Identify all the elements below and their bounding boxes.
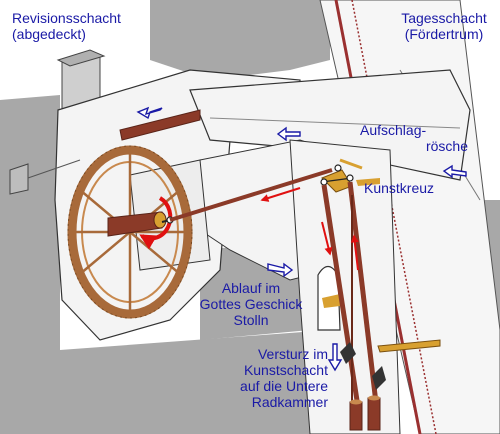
pump-foot-b: [367, 397, 381, 431]
label-ablauf-line3: Stolln: [233, 312, 269, 328]
flow-arrow-ablauf: [267, 262, 294, 278]
label-versturz-line3: auf die Untere: [240, 378, 328, 394]
label-tagesschacht: Tagesschacht (Fördertrum): [396, 10, 492, 42]
label-tagesschacht-line1: Tagesschacht: [401, 10, 487, 26]
axle-end: [153, 211, 167, 229]
tagesschacht-rail-b: [351, 0, 437, 434]
flow-arrow-versturz: [327, 343, 343, 372]
label-ablauf: Ablauf im Gottes Geschick Stolln: [186, 280, 316, 328]
label-aufschlagroesche-line2: rösche: [425, 138, 468, 154]
label-versturz-line1: Versturz im: [257, 346, 328, 362]
flow-arrow-inflow: [442, 164, 467, 179]
valve-b: [372, 366, 386, 390]
motion-arrow-up: [350, 234, 359, 271]
label-tagesschacht-line2: (Fördertrum): [404, 26, 484, 42]
side-stub: [9, 163, 29, 195]
side-stub-link: [27, 159, 81, 179]
label-versturz: Versturz im Kunstschacht auf die Untere …: [218, 346, 328, 410]
pump-foot-a: [349, 401, 363, 431]
revisionsschacht-top: [56, 49, 106, 67]
ablauf-channel: [322, 294, 340, 308]
label-versturz-line2: Kunstschacht: [243, 362, 328, 378]
rotation-arrow: [139, 196, 173, 250]
flow-arrow-top: [136, 106, 163, 120]
grey-surround-top: [150, 0, 330, 80]
grey-surround-bottom: [60, 330, 330, 434]
label-ablauf-line1: Ablauf im: [221, 280, 281, 296]
kunstkreuz: [320, 158, 363, 193]
flow-arrow-roesche: [276, 126, 301, 142]
label-versturz-line4: Radkammer: [251, 394, 328, 410]
pump-foot-b-top: [368, 395, 380, 401]
motion-arrow-rod: [260, 187, 301, 202]
grey-surround-left: [0, 95, 60, 434]
label-revisionsschacht: Revisionsschacht (abgedeckt): [12, 10, 121, 42]
shaft-bracket: [356, 178, 380, 186]
label-revisionsschacht-line1: Revisionsschacht: [12, 10, 121, 26]
label-aufschlagroesche-line1: Aufschlag-: [360, 122, 427, 138]
kunst-rod-left: [321, 184, 363, 421]
valve-a: [340, 342, 356, 364]
aufschlagroesche-floor: [209, 117, 461, 129]
label-revisionsschacht-line2: (abgedeckt): [12, 26, 86, 42]
shaft-platform: [377, 339, 441, 353]
label-kunstkreuz: Kunstkreuz: [364, 180, 435, 196]
label-aufschlagroesche: Aufschlag- rösche: [350, 122, 468, 154]
motion-arrow-down: [321, 221, 333, 256]
label-ablauf-line2: Gottes Geschick: [199, 296, 303, 312]
feldgestaenge-rod: [169, 168, 333, 222]
pump-foot-a-top: [350, 399, 362, 405]
aufschlagroesche-tunnel: [189, 69, 471, 181]
gerinne-beam: [119, 109, 201, 141]
